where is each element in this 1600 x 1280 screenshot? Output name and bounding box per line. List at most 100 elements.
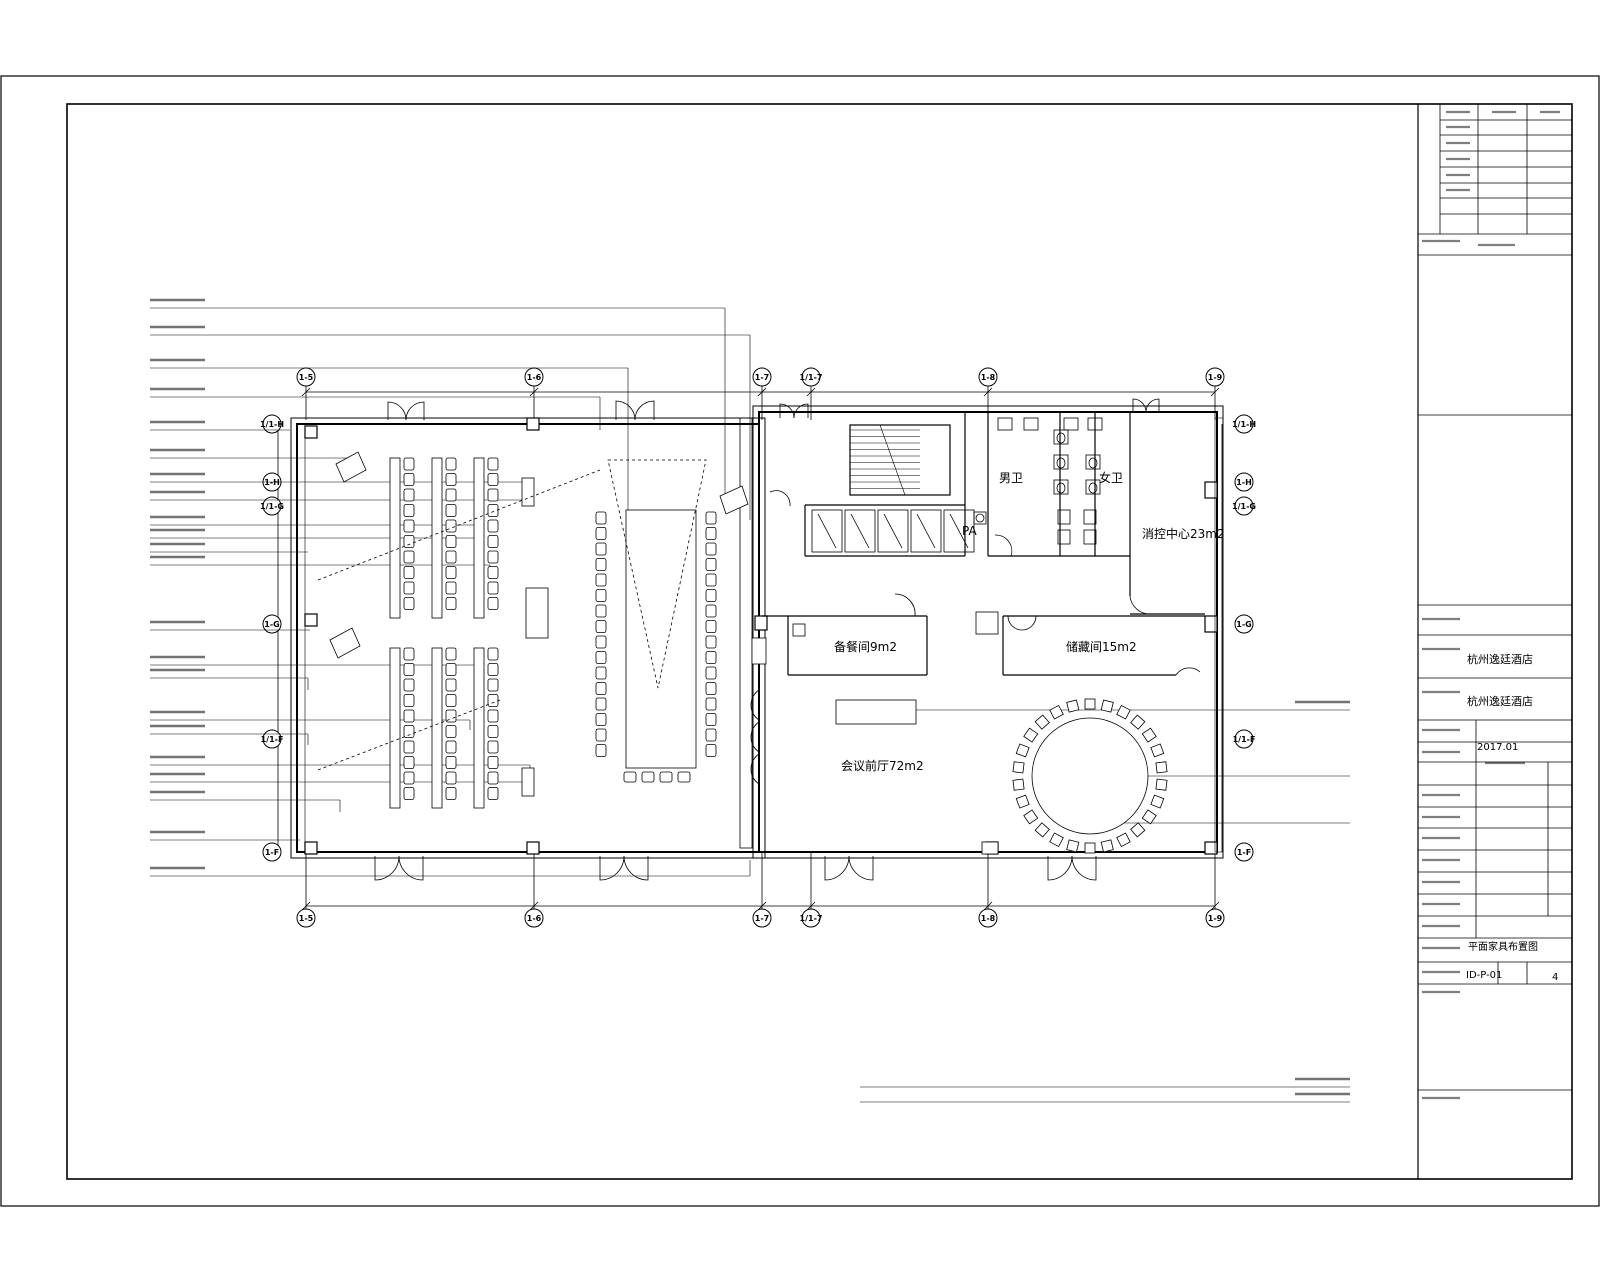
shower-bay-2 — [877, 509, 909, 553]
axis-bubble-bottom-2-circle — [752, 908, 772, 928]
boardroom-chair-left-13 — [595, 713, 607, 726]
doors — [374, 398, 1201, 881]
shower-diagonal-4 — [949, 513, 969, 549]
outer-frame — [0, 75, 1600, 1207]
door-north-3-b — [793, 403, 809, 419]
boardroom-chair-right-13 — [705, 713, 717, 726]
stair-break-line — [879, 424, 906, 496]
chair-1-0-7 — [403, 756, 415, 769]
chair-0-1-4 — [445, 519, 457, 533]
axis-bubble-bottom-4-label: 1-8 — [981, 914, 996, 923]
axis-bubble-bottom-5-circle — [1205, 908, 1225, 928]
boardroom-chair-end-0 — [623, 771, 637, 783]
chair-1-2-4 — [487, 709, 499, 723]
boardroom-chair-right-5 — [705, 589, 717, 602]
door-north-2-b — [634, 400, 655, 421]
boardroom-chair-left-5 — [595, 589, 607, 602]
door-storage-a — [1007, 615, 1023, 631]
chair-0-2-3 — [487, 504, 499, 517]
door-east — [1175, 667, 1201, 676]
round-table-chair-2 — [1116, 704, 1131, 720]
round-table-chair-6 — [1155, 761, 1168, 774]
projector-3 — [719, 485, 749, 515]
lectern-2 — [521, 767, 535, 797]
axis-bubble-top-0-label: 1-5 — [299, 373, 314, 382]
column-5 — [526, 841, 540, 855]
chair-1-0-5 — [403, 725, 415, 738]
axis-bubble-bottom-4-circle — [978, 908, 998, 928]
chair-1-1-8 — [445, 771, 457, 785]
chair-1-1-1 — [445, 663, 457, 676]
round-table-chair-0 — [1084, 698, 1096, 710]
door-south-3-a — [824, 855, 850, 881]
axis-bubble-left-1-label: 1-H — [264, 478, 280, 487]
toilet-bowl-2 — [1056, 482, 1066, 494]
chair-0-0-6 — [403, 550, 415, 564]
chair-1-2-8 — [487, 771, 499, 785]
round-table-chair-25 — [1066, 699, 1080, 713]
room-label-mens-wc: 男卫 — [999, 471, 1023, 485]
boardroom-chair-right-7 — [705, 620, 717, 633]
toilet-stall-4 — [1085, 479, 1101, 495]
boardroom-chair-left-8 — [595, 635, 607, 649]
door-north-1-a — [387, 401, 407, 421]
axis-bubbles: 1-51-51-61-61-71-71/1-71/1-71-81-81-91-9… — [260, 367, 1256, 928]
toilet-bowl-4 — [1088, 482, 1098, 494]
pantry-counter — [751, 637, 767, 665]
axis-bubble-right-4-label: 1/1-F — [1233, 735, 1256, 744]
storage-sink — [975, 611, 999, 635]
axis-bubble-top-3-label: 1/1-7 — [800, 373, 823, 382]
boardroom-chair-left-7 — [595, 620, 607, 633]
axis-bubble-left-2-label: 1/1-G — [260, 502, 284, 511]
boardroom-chair-left-9 — [595, 651, 607, 664]
chair-0-0-5 — [403, 535, 415, 548]
title-block-labels — [1422, 110, 1560, 1100]
chair-1-1-3 — [445, 694, 457, 707]
round-table-chair-9 — [1141, 809, 1157, 825]
boardroom-chair-left-1 — [595, 527, 607, 540]
boardroom-chair-right-9 — [705, 651, 717, 664]
pa-rack — [973, 511, 987, 525]
axis-bubble-right-5-label: 1-F — [1237, 848, 1251, 857]
shower-bay-1 — [844, 509, 876, 553]
west-glass-wall — [296, 423, 306, 853]
boardroom-chair-right-3 — [705, 558, 717, 571]
chair-0-2-8 — [487, 581, 499, 595]
round-table-chair-12 — [1100, 839, 1114, 853]
round-table-chair-24 — [1049, 704, 1064, 720]
axis-bubble-top-2-circle — [752, 367, 772, 387]
axis-bubble-right-1-label: 1-H — [1236, 478, 1252, 487]
round-table-chair-22 — [1023, 727, 1039, 743]
column-1 — [304, 425, 318, 439]
boardroom-chair-right-1 — [705, 527, 717, 540]
chair-1-1-5 — [445, 725, 457, 738]
column-2 — [304, 613, 318, 627]
shower-diagonal-1 — [850, 513, 870, 549]
chair-0-2-4 — [487, 519, 499, 533]
axis-bubble-left-5-label: 1-F — [265, 848, 279, 857]
axis-bubble-top-1-label: 1-6 — [527, 373, 542, 382]
chair-0-0-4 — [403, 519, 415, 533]
axis-bubble-right-3-label: 1-G — [1236, 620, 1251, 629]
door-north-4-b — [1145, 398, 1160, 413]
desk-row-0-1 — [431, 457, 443, 619]
boardroom-chair-end-1 — [641, 771, 655, 783]
axis-bubble-right-0-circle — [1234, 414, 1254, 434]
round-table-chair-3 — [1130, 714, 1146, 730]
chair-0-0-7 — [403, 566, 415, 579]
axis-bubble-top-2-label: 1-7 — [755, 373, 769, 382]
wc-fixture-2 — [1083, 509, 1097, 525]
toilet-stall-1 — [1053, 454, 1069, 470]
desk-row-1-2 — [473, 647, 485, 809]
axis-bubble-right-5-circle — [1234, 842, 1254, 862]
boardroom-table — [625, 509, 697, 769]
desk-row-1-1 — [431, 647, 443, 809]
wc-fixture-1 — [1057, 529, 1071, 545]
room-label-pantry: 备餐间9m2 — [834, 639, 897, 654]
chair-1-1-2 — [445, 678, 457, 692]
boardroom-chair-left-12 — [595, 697, 607, 711]
title-block-grid — [1417, 104, 1572, 1179]
axis-bubble-top-4-circle — [978, 367, 998, 387]
boardroom-chair-left-14 — [595, 728, 607, 742]
axis-bubble-bottom-3-label: 1/1-7 — [800, 914, 823, 923]
